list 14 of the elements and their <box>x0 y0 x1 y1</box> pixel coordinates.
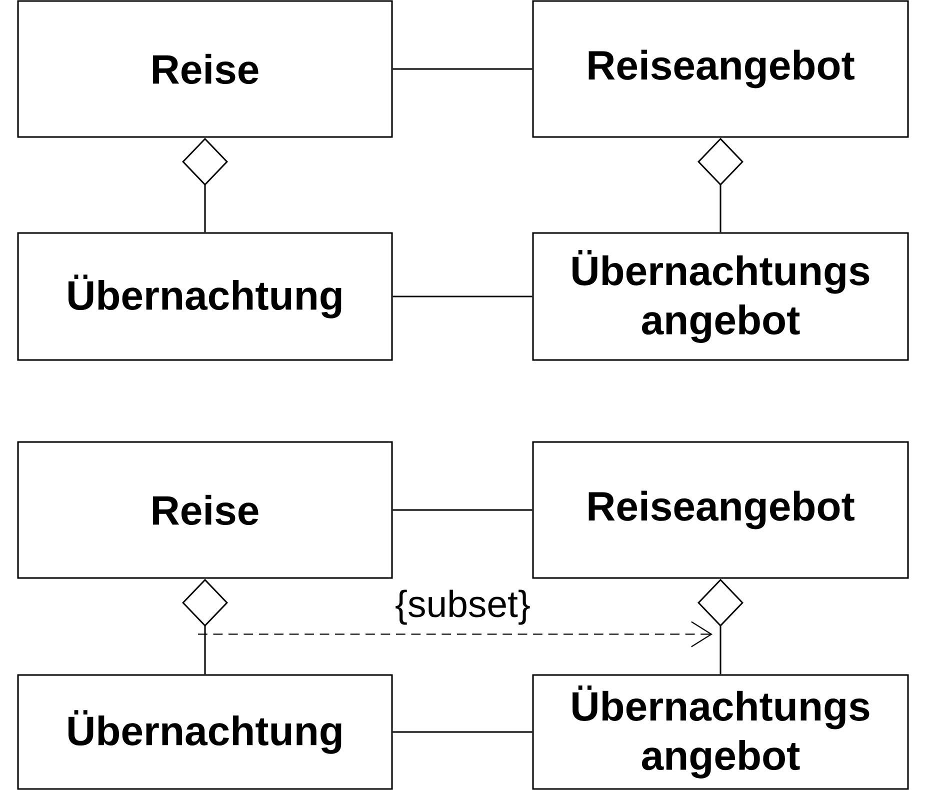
class-box: Reiseangebot <box>532 441 909 579</box>
association-line <box>392 731 532 733</box>
class-box: Übernachtung <box>17 674 393 790</box>
association-line <box>392 68 532 70</box>
class-box: Übernachtungs angebot <box>532 674 909 790</box>
dependency-arrow <box>198 621 712 648</box>
class-box: Reise <box>17 441 393 579</box>
class-box: Reise <box>17 0 393 138</box>
association-line <box>392 296 532 298</box>
class-box: Übernachtungs angebot <box>532 232 909 361</box>
class-box: Reiseangebot <box>532 0 909 138</box>
association-line <box>392 509 532 511</box>
edge-label: {subset} <box>394 588 532 626</box>
class-box: Übernachtung <box>17 232 393 361</box>
